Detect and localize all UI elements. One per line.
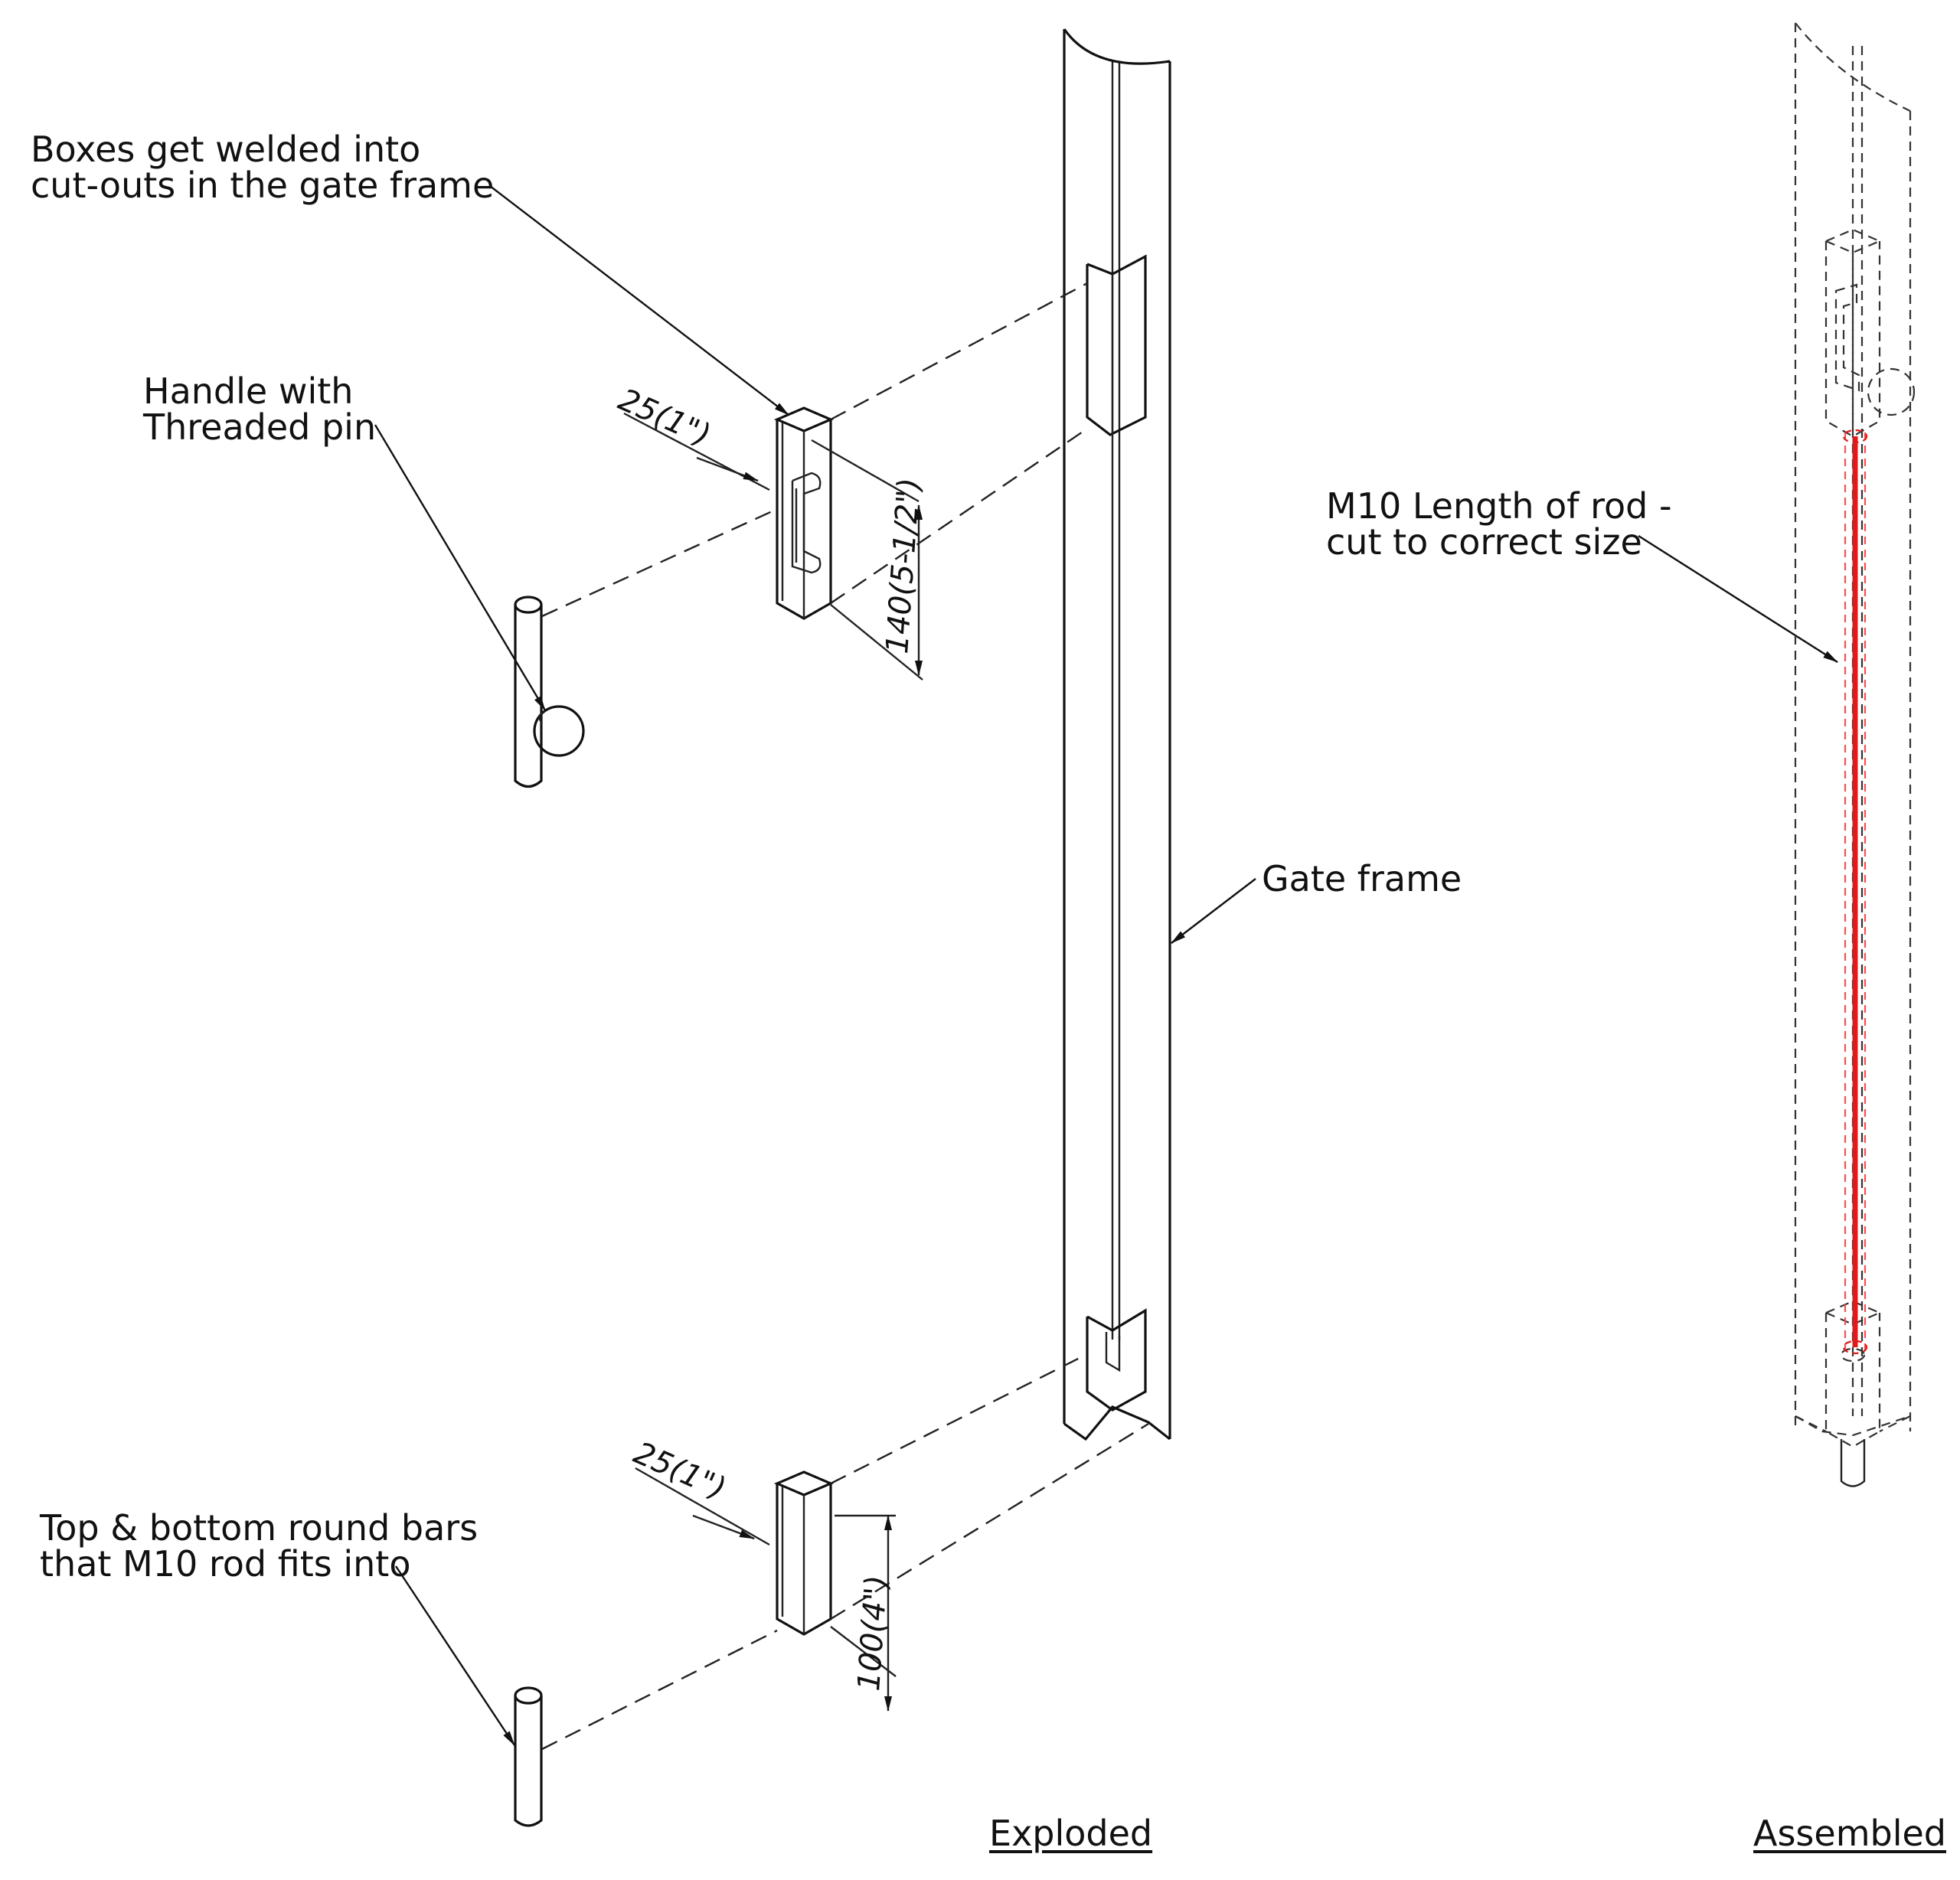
callout-boxes-line1: Boxes get welded into	[31, 129, 421, 170]
handle-pin	[514, 596, 585, 788]
callout-gate-frame-text: Gate frame	[1262, 858, 1462, 899]
callout-handle-line1: Handle with	[143, 370, 354, 412]
view-title-exploded: Exploded	[989, 1813, 1153, 1854]
dimension-lines	[623, 412, 923, 1712]
callout-round-bars-line1: Top & bottom round bars	[40, 1507, 479, 1549]
callout-leaders	[374, 185, 1838, 1746]
gate-frame-exploded	[1063, 28, 1171, 1441]
bottom-round-bar	[514, 1686, 543, 1827]
callout-round-bars-line2: that M10 rod fits into	[40, 1543, 411, 1585]
callout-boxes: Boxes get welded into cut-outs in the ga…	[31, 132, 494, 204]
bottom-box	[773, 1470, 835, 1636]
top-box	[773, 406, 835, 620]
view-title-assembled: Assembled	[1753, 1813, 1946, 1854]
callout-rod-line1: M10 Length of rod -	[1326, 485, 1672, 527]
assembly-lines	[541, 282, 1149, 1751]
bottom-box-width-dim: 25(1")	[629, 1435, 731, 1506]
callout-round-bars: Top & bottom round bars that M10 rod fit…	[40, 1510, 478, 1582]
callout-gate-frame: Gate frame	[1262, 861, 1462, 897]
callout-handle-line2: Threaded pin	[143, 406, 377, 448]
top-box-height-dim: 140(5-1/2")	[880, 477, 927, 655]
bottom-box-height-dim: 100(4")	[851, 1574, 894, 1692]
callout-boxes-line2: cut-outs in the gate frame	[31, 165, 495, 206]
callout-handle: Handle with Threaded pin	[143, 374, 376, 446]
m10-rod	[1842, 429, 1868, 1355]
callout-rod: M10 Length of rod - cut to correct size	[1326, 488, 1672, 560]
callout-rod-line2: cut to correct size	[1326, 521, 1642, 563]
top-box-width-dim: 25(1")	[613, 382, 716, 453]
